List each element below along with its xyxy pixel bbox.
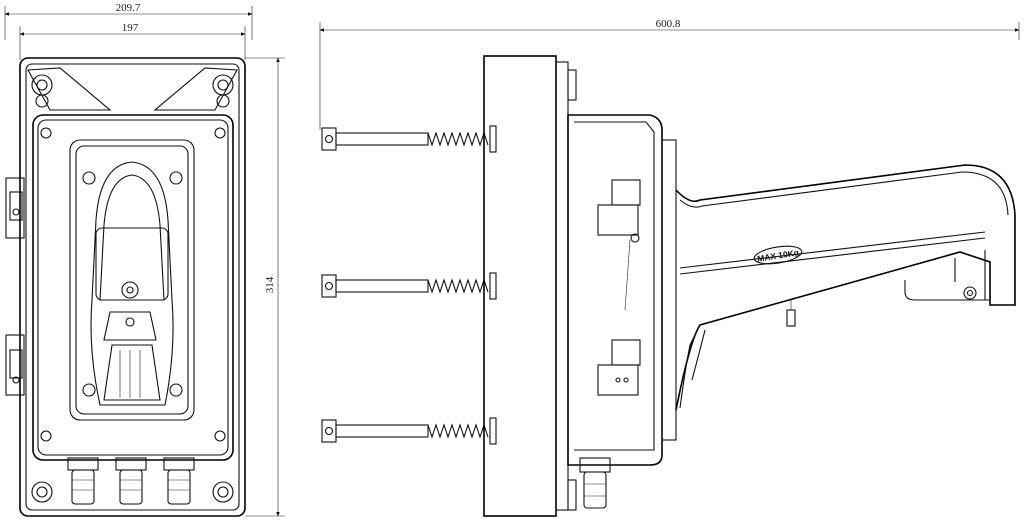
dimension-label-height: 314 (264, 276, 276, 293)
wall-arm: MAX 10Kg (675, 164, 1016, 411)
front-view (5, 57, 246, 517)
dimension-height: 314 (245, 57, 285, 517)
dimension-arm-length: 600.8 (319, 18, 1020, 130)
anchor-bolts (321, 125, 497, 445)
dimension-label-arm-length: 600.8 (656, 18, 681, 30)
cable-glands (67, 457, 195, 505)
dimension-label-inner-width: 197 (122, 22, 139, 34)
max-load-label: MAX 10Kg (757, 247, 800, 263)
dimension-label-overall-width: 209.7 (116, 2, 141, 14)
dimension-overall-width: 209.7 (4, 2, 253, 40)
dimension-inner-width: 197 (19, 22, 246, 60)
side-view: MAX 10Kg (321, 55, 1016, 517)
